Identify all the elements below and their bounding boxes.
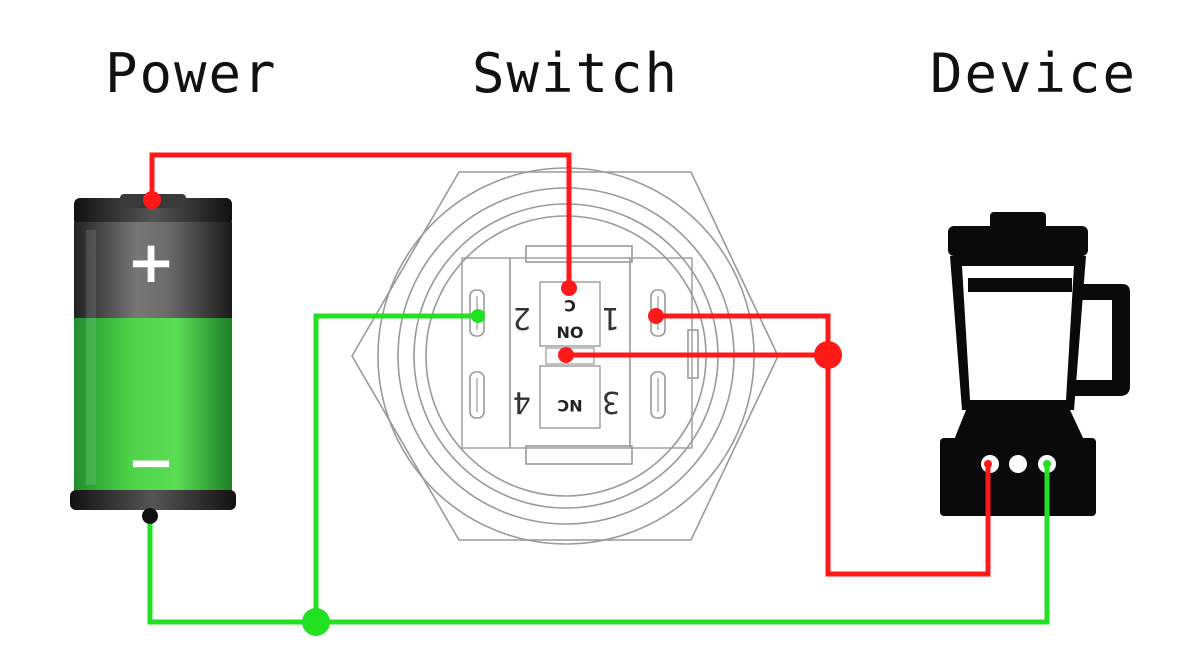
green-wire-battery-to-device — [147, 464, 1050, 625]
switch-common-dot — [561, 280, 577, 296]
pin-1-label: 1 — [602, 300, 620, 335]
switch-hex-nut — [351, 171, 779, 541]
switch-title: Switch — [472, 42, 680, 105]
red-wire-pin1-to-device — [656, 313, 991, 577]
power-title: Power — [105, 42, 278, 105]
terminal-c-label: C — [564, 296, 576, 315]
device-title: Device — [930, 42, 1138, 105]
battery-plus-label: + — [127, 228, 176, 296]
pin-4-label: 4 — [513, 384, 531, 419]
battery-positive-terminal — [143, 191, 161, 209]
switch-pin-labels: 1 2 3 4 — [513, 300, 620, 419]
battery-minus-label: − — [127, 428, 176, 496]
green-junction-dot — [302, 608, 330, 636]
switch-no-dot — [558, 347, 574, 363]
switch-pin1-dot — [648, 308, 664, 324]
pin-3-label: 3 — [602, 384, 620, 419]
pin-2-label: 2 — [513, 300, 531, 335]
battery-icon: + − — [70, 194, 236, 510]
device-red-terminal — [984, 460, 992, 468]
green-wire-junction-to-pin2 — [313, 313, 478, 622]
blender-icon — [940, 212, 1130, 516]
terminal-nc-label: NC — [557, 396, 582, 415]
switch-pin2-dot — [471, 309, 485, 323]
red-junction-dot — [814, 341, 842, 369]
device-green-terminal — [1043, 460, 1051, 468]
red-wire-battery-to-common — [149, 152, 572, 288]
switch-terminal-labels: C NO NC — [557, 296, 584, 415]
connection-points — [142, 191, 1051, 636]
battery-negative-terminal — [142, 508, 158, 524]
terminal-no-label: NO — [557, 323, 584, 342]
